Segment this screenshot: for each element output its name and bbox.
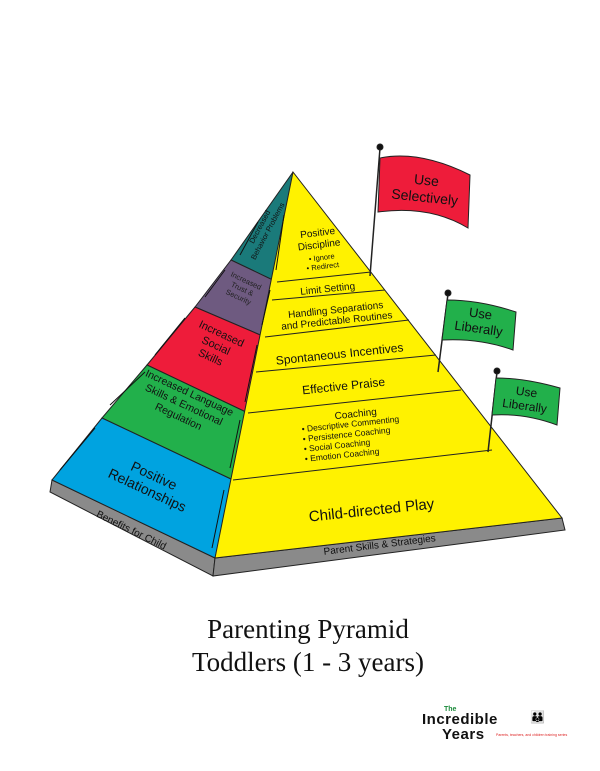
flag-text-liberally-2: UseLiberally: [502, 382, 550, 416]
flag-liberally-2: [491, 377, 561, 426]
logo-tagline: Parents, teachers, and children training…: [496, 733, 568, 737]
logo-incredible: Incredible: [422, 711, 498, 728]
title-line-2: Toddlers (1 - 3 years): [191, 647, 425, 677]
family-figures-icon: 👪: [530, 710, 545, 724]
skill-discipline-bullets: • Ignore• Redirect: [305, 251, 340, 273]
right-face: [214, 170, 563, 559]
logo-years: Years: [442, 726, 485, 743]
title-line-1: Parenting Pyramid: [207, 614, 409, 644]
flag-selectively: [377, 155, 471, 229]
skill-coaching: Coaching: [334, 407, 377, 422]
incredible-years-logo: The Incredible Years Parents, teachers, …: [420, 706, 590, 746]
arrows: [59, 214, 285, 549]
flag-text-selectively: UseSelectively: [391, 169, 461, 209]
skill-positive-discipline: PositiveDiscipline: [296, 225, 342, 253]
flag-liberally-1: [441, 299, 517, 351]
flag-text-liberally-1: UseLiberally: [454, 303, 507, 340]
logo-the: The: [444, 706, 457, 713]
